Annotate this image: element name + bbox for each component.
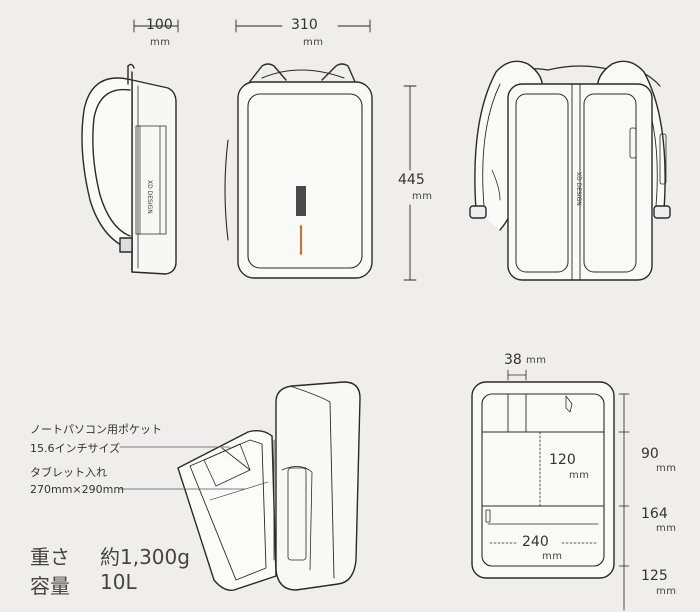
annotation-leader-lines: [119, 446, 246, 490]
depth-unit: mm: [150, 37, 171, 48]
tablet-label: タブレット入れ: [30, 466, 107, 479]
right-125-value: 125: [641, 568, 668, 584]
depth-value: 100: [146, 17, 173, 33]
right-90-unit: mm: [656, 463, 677, 474]
right-dimension-lines: [618, 393, 630, 611]
inner-view: [471, 381, 615, 579]
pocket-depth-value: 38: [504, 352, 522, 368]
inner-240-unit: mm: [542, 551, 563, 562]
inner-240-value: 240: [522, 534, 549, 550]
laptop-pocket-label: ノートパソコン用ポケット: [30, 423, 162, 436]
tablet-size-label: 270mm×290mm: [30, 483, 125, 496]
inner-120-value: 120: [549, 452, 576, 468]
height-unit: mm: [412, 191, 433, 202]
height-dimension-line: [403, 85, 417, 281]
open-view: [177, 381, 361, 591]
right-164-value: 164: [641, 506, 668, 522]
right-125-unit: mm: [656, 586, 677, 597]
capacity-label: 容量: [30, 574, 70, 598]
laptop-size-label: 15.6インチサイズ: [30, 442, 121, 455]
back-view: [469, 60, 671, 281]
pocket-dimension-line: [507, 369, 527, 381]
side-brand-logo: XD DESIGN: [146, 180, 153, 214]
inner-120-unit: mm: [569, 470, 590, 481]
width-value: 310: [291, 17, 318, 33]
depth-dimension-line: [133, 19, 179, 33]
height-value: 445: [398, 172, 425, 188]
pocket-depth-unit: mm: [526, 355, 547, 366]
right-90-value: 90: [641, 446, 659, 462]
weight-value: 約1,300g: [100, 545, 190, 569]
width-dimension-line: [235, 19, 371, 33]
right-164-unit: mm: [656, 523, 677, 534]
weight-label: 重さ: [30, 545, 70, 569]
front-view: [224, 63, 373, 279]
capacity-value: 10L: [100, 570, 137, 594]
side-view: [81, 63, 177, 275]
back-brand-logo: XD DESIGN: [575, 172, 582, 206]
width-unit: mm: [303, 37, 324, 48]
inner-dimension-lines: [489, 431, 597, 544]
